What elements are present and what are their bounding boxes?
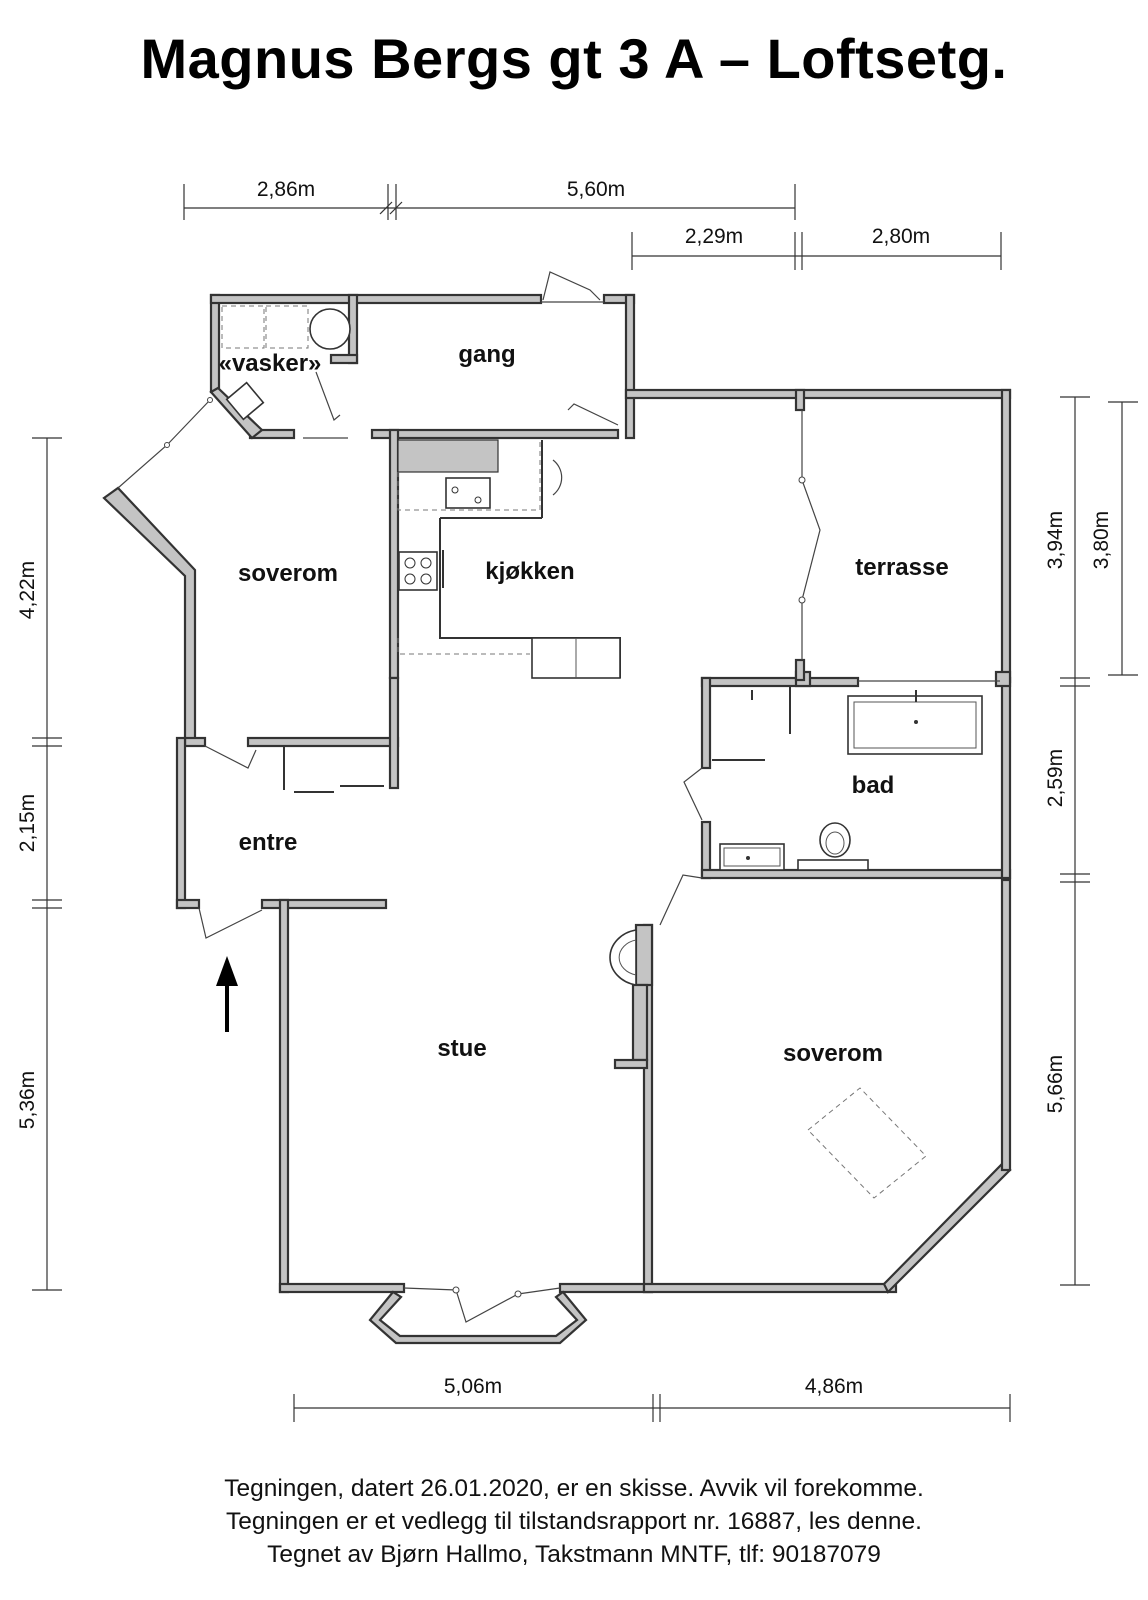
doors-windows	[117, 271, 1000, 1323]
room-label-vasker: «vasker»	[219, 350, 322, 377]
dim-left-2: 2,15m	[16, 794, 39, 852]
room-label-gang: gang	[458, 341, 515, 368]
dim-top-3: 2,29m	[685, 225, 743, 248]
room-label-entre: entre	[239, 829, 298, 856]
footer-line-2: Tegningen er et vedlegg til tilstandsrap…	[225, 1508, 922, 1535]
dim-top-1: 2,86m	[257, 178, 315, 201]
room-label-kjokken: kjøkken	[485, 558, 574, 585]
dimension-lines	[32, 184, 1138, 1422]
dim-bottom-2: 4,86m	[805, 1375, 863, 1398]
dim-left-3: 5,36m	[16, 1071, 39, 1129]
dim-top-2: 5,60m	[567, 178, 625, 201]
dim-right-3: 2,59m	[1044, 749, 1067, 807]
dim-right-2: 3,80m	[1090, 511, 1113, 569]
fixtures	[221, 305, 983, 1199]
dim-right-1: 3,94m	[1044, 511, 1067, 569]
footer-note: Tegningen, datert 26.01.2020, er en skis…	[0, 1472, 1148, 1571]
dim-bottom-1: 5,06m	[444, 1375, 502, 1398]
room-label-bad: bad	[852, 772, 895, 799]
footer-line-3: Tegnet av Bjørn Hallmo, Takstmann MNTF, …	[267, 1541, 881, 1568]
room-label-stue: stue	[437, 1035, 486, 1062]
footer-line-1: Tegningen, datert 26.01.2020, er en skis…	[224, 1475, 924, 1502]
page-title: Magnus Bergs gt 3 A – Loftsetg.	[140, 27, 1008, 90]
dim-right-4: 5,66m	[1044, 1055, 1067, 1113]
dim-left-1: 4,22m	[16, 561, 39, 619]
room-label-soverom-left: soverom	[238, 560, 338, 587]
walls	[102, 293, 1012, 1345]
entrance-arrow-icon	[216, 956, 238, 1032]
room-label-soverom-right: soverom	[783, 1040, 883, 1067]
room-label-terrasse: terrasse	[855, 554, 948, 581]
dim-top-4: 2,80m	[872, 225, 930, 248]
